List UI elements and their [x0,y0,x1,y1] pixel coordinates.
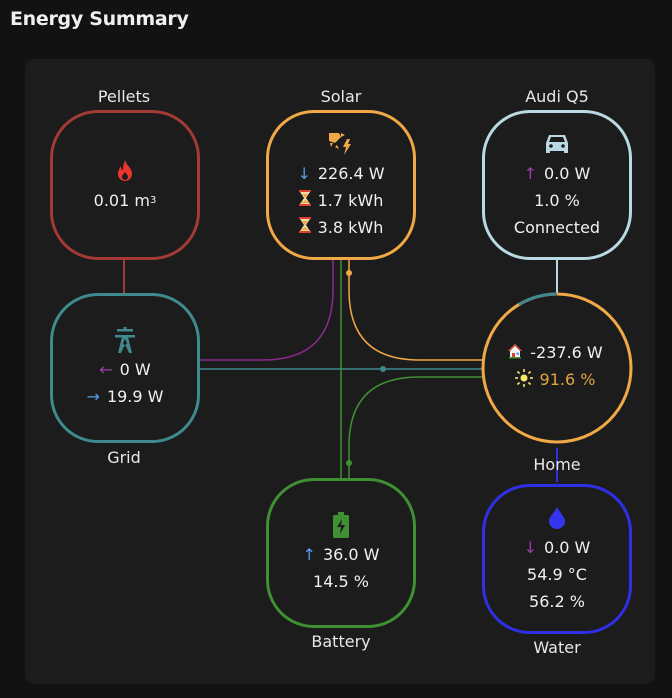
hourglass-icon [298,217,311,237]
water-power: 0.0 W [544,537,591,557]
grid-node[interactable]: ← 0 W → 19.9 W [50,293,200,443]
solar-node[interactable]: ↓ 226.4 W 1.7 kWh 3.8 kWh [266,110,416,260]
home-self-sufficiency: 91.6 % [539,370,596,389]
solar-arrow-down-icon: ↓ [297,163,311,183]
grid-label: Grid [107,448,141,467]
solar-power-icon [327,130,355,158]
pellets-value: 0.01 m [93,190,150,210]
car-node[interactable]: ↑ 0.0 W 1.0 % Connected [482,110,632,260]
hourglass-icon [298,190,311,210]
solar-label: Solar [320,87,362,106]
water-label: Water [533,638,581,657]
car-icon [544,130,570,158]
solar-energy-total: 3.8 kWh [317,217,384,237]
water-node[interactable]: ↓ 0.0 W 54.9 °C 56.2 % [482,484,632,634]
water-arrow-down-icon: ↓ [523,537,538,557]
house-icon [507,343,523,363]
solar-power: 226.4 W [317,163,385,183]
pellets-label: Pellets [97,87,151,106]
car-soc: 1.0 % [534,190,580,210]
grid-import: 19.9 W [106,387,164,406]
home-node[interactable]: -237.6 W 91.6 % [480,291,630,441]
car-label: Audi Q5 [525,87,589,106]
page-title: Energy Summary [10,8,189,30]
grid-import-arrow-icon: → [86,387,100,406]
battery-arrow-up-icon: ↑ [302,545,316,564]
water-level: 56.2 % [529,591,585,611]
battery-label: Battery [311,632,371,651]
home-power: -237.6 W [530,343,603,362]
water-drop-icon [549,504,565,532]
car-status: Connected [513,217,601,237]
car-arrow-up-icon: ↑ [523,163,538,183]
solar-energy-today: 1.7 kWh [317,190,384,210]
home-label: Home [533,455,581,474]
car-power: 0.0 W [544,163,591,183]
transmission-tower-icon [115,326,135,354]
grid-export-arrow-icon: ← [99,360,113,379]
fire-icon [116,157,134,185]
battery-power: 36.0 W [322,545,380,564]
battery-charging-icon [333,511,349,539]
battery-node[interactable]: ↑ 36.0 W 14.5 % [266,478,416,628]
water-temperature: 54.9 °C [527,564,587,584]
pellets-unit-sup: 3 [149,194,157,206]
sun-icon [514,368,533,391]
grid-export: 0 W [119,360,151,379]
battery-soc: 14.5 % [313,572,369,591]
